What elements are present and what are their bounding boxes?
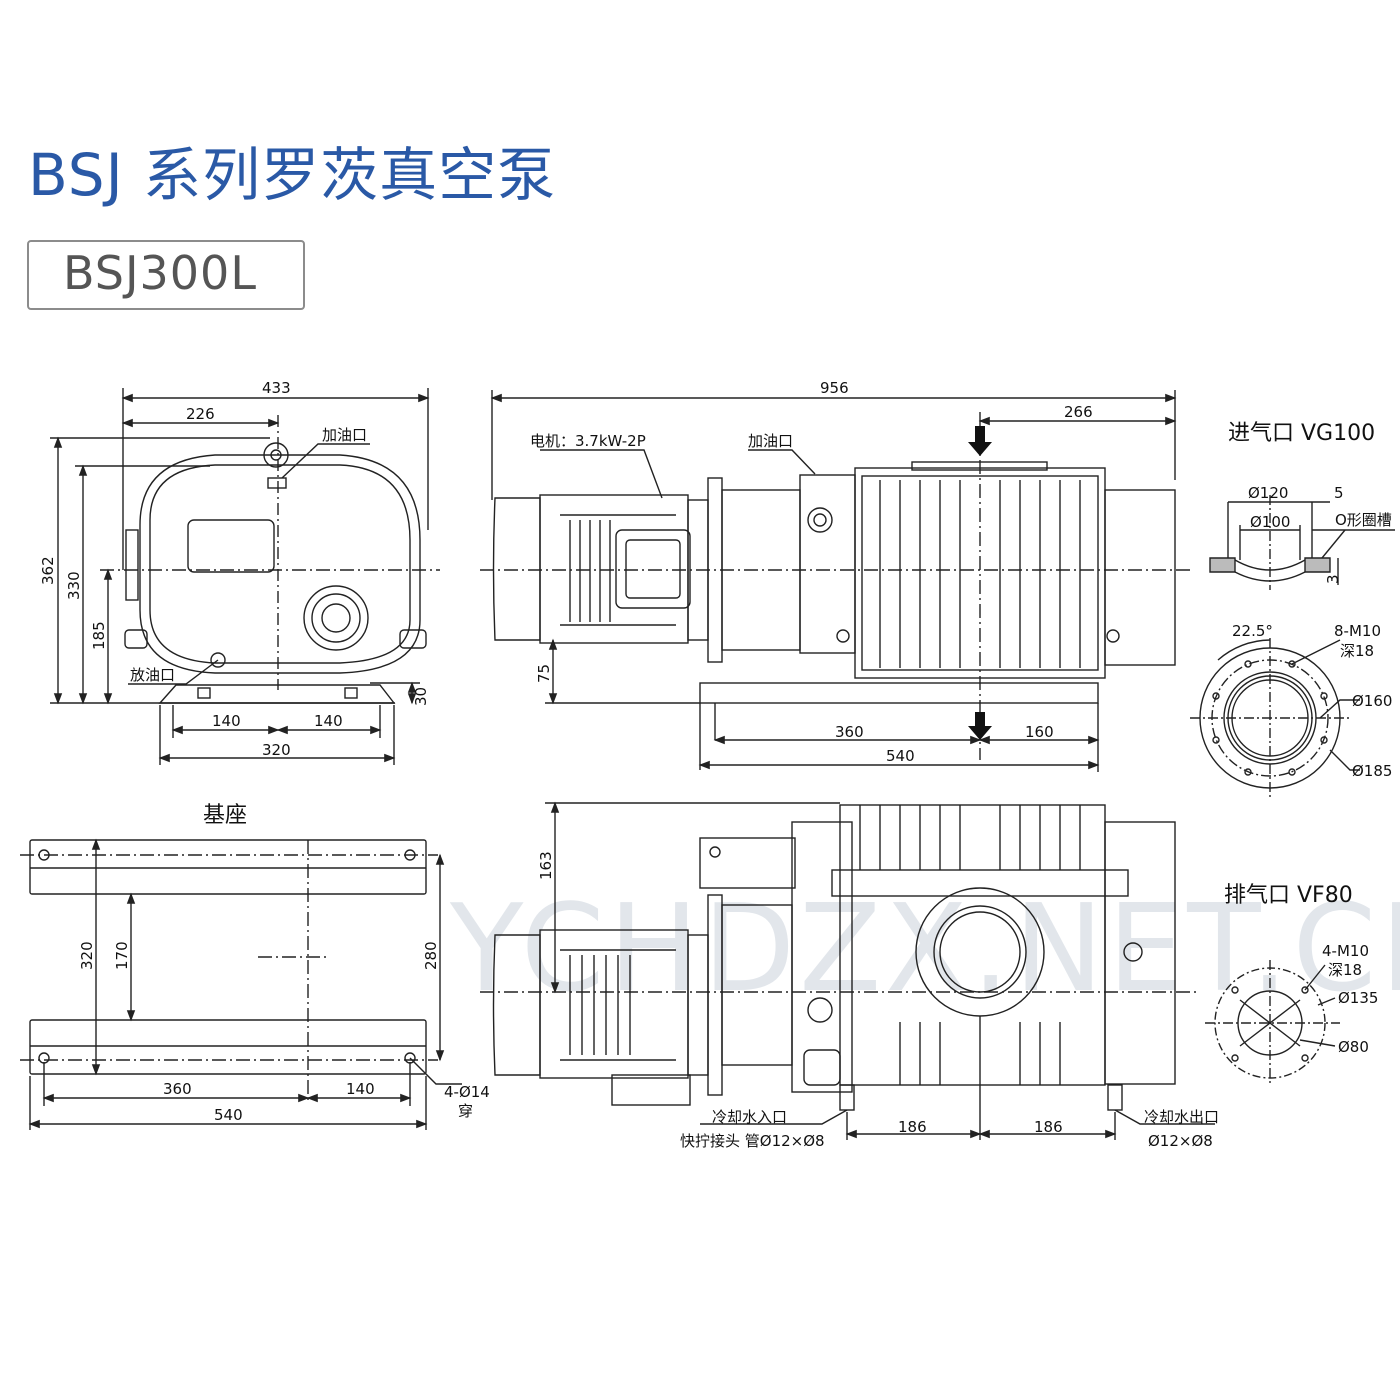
inlet-d160: Ø160 [1352,692,1392,710]
water-outlet-spec: Ø12×Ø8 [1148,1132,1213,1150]
outlet-d135: Ø135 [1338,989,1378,1007]
inlet-d3: 3 [1324,574,1342,584]
inlet-d5: 5 [1334,484,1344,502]
motor-label: 电机：3.7kW-2P [530,432,646,450]
outlet-d80: Ø80 [1338,1038,1369,1056]
dim-226: 226 [186,405,215,423]
dim-330: 330 [65,571,83,600]
base-holes-note: 穿 [458,1102,473,1120]
dim-30: 30 [412,687,430,706]
base-dim-320: 320 [78,941,96,970]
page-title: BSJ 系列罗茨真空泵 [28,141,557,209]
outlet-flow-arrow [968,712,992,740]
top-view [480,801,1215,1140]
dim-266: 266 [1064,403,1093,421]
inlet-d100: Ø100 [1250,513,1290,531]
dim-956: 956 [820,379,849,397]
top-dim-186-left: 186 [898,1118,927,1136]
front-view [50,388,440,765]
dim-140-left: 140 [212,712,241,730]
base-dim-280: 280 [422,941,440,970]
oil-drain-label: 放油口 [130,666,175,684]
dim-362: 362 [39,556,57,585]
inlet-flange-detail [1190,495,1395,800]
water-inlet-label: 冷却水入口 [712,1108,787,1126]
dim-140-right: 140 [314,712,343,730]
base-dim-170: 170 [113,941,131,970]
inlet-bolts: 8-M10 [1334,622,1381,640]
water-inlet-spec: 快拧接头 管Ø12×Ø8 [680,1132,825,1150]
dim-320: 320 [262,741,291,759]
inlet-depth: 深18 [1340,642,1374,660]
dim-75: 75 [535,664,553,683]
top-dim-186-right: 186 [1034,1118,1063,1136]
inlet-title: 进气口 VG100 [1228,421,1375,446]
model-label: BSJ300L [63,246,257,300]
base-holes-label: 4-Ø14 [444,1083,490,1101]
oring-groove-label: O形圈槽 [1335,511,1392,529]
base-dim-360: 360 [163,1080,192,1098]
inlet-flow-arrow [968,426,992,456]
outlet-flange-detail [1205,960,1340,1085]
top-dim-163: 163 [537,851,555,880]
front-oil-fill-label: 加油口 [322,426,367,444]
dim-185: 185 [90,621,108,650]
base-dim-140: 140 [346,1080,375,1098]
model-badge: BSJ300L [27,240,305,310]
side-oil-fill-label: 加油口 [748,432,793,450]
dim-160: 160 [1025,723,1054,741]
inlet-d120: Ø120 [1248,484,1288,502]
base-dim-540: 540 [214,1106,243,1124]
inlet-d185: Ø185 [1352,762,1392,780]
base-view [20,838,462,1130]
outlet-title: 排气口 VF80 [1224,883,1353,908]
dim-540: 540 [886,747,915,765]
outlet-bolts: 4-M10 [1322,942,1369,960]
inlet-angle: 22.5° [1232,622,1273,640]
dim-360: 360 [835,723,864,741]
base-title: 基座 [203,803,247,828]
outlet-depth: 深18 [1328,961,1362,979]
water-outlet-label: 冷却水出口 [1144,1108,1219,1126]
side-view [480,390,1190,772]
dim-433: 433 [262,379,291,397]
